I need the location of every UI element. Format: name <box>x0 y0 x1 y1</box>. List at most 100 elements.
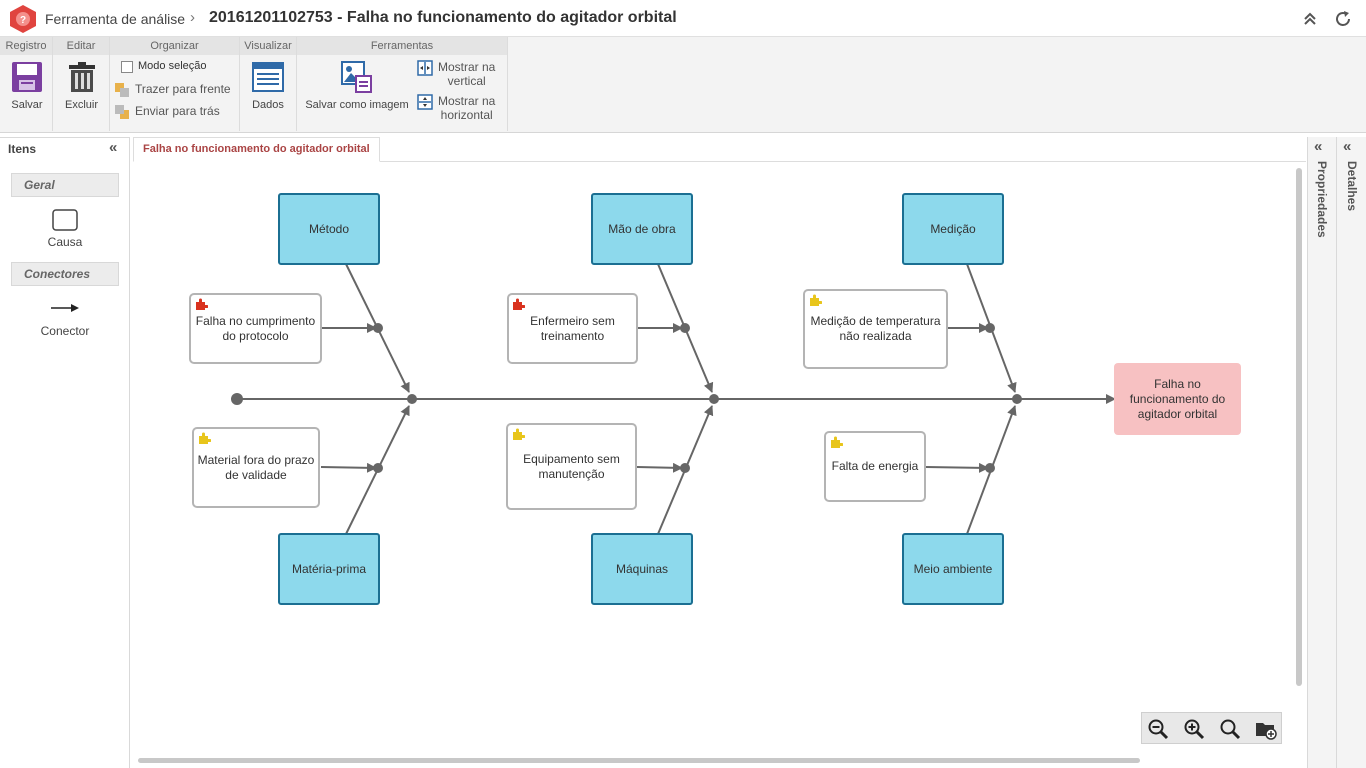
cause-box-2[interactable]: Enfermeiro sem treinamento <box>507 293 638 364</box>
delete-button[interactable]: Excluir <box>60 61 103 111</box>
zoom-in-icon[interactable] <box>1183 718 1205 740</box>
question-hexagon-icon: ? <box>10 5 36 33</box>
checkbox[interactable] <box>121 61 133 73</box>
svg-text:?: ? <box>20 15 26 26</box>
refresh-icon[interactable] <box>1333 9 1353 29</box>
collapse-left-icon[interactable]: « <box>109 139 118 156</box>
group-visualizar: Visualizar Dados <box>240 37 297 131</box>
send-to-back-button[interactable]: Enviar para trás <box>114 104 220 120</box>
bring-to-front-label: Trazer para frente <box>135 82 231 96</box>
horizontal-layout-icon <box>417 94 433 110</box>
send-to-back-label: Enviar para trás <box>135 104 220 118</box>
fishbone-connectors <box>231 263 1116 535</box>
selection-mode-label: Modo seleção <box>138 60 207 72</box>
trash-icon <box>68 62 95 92</box>
ribbon-toolbar: Registro Salvar Editar Excluir <box>0 37 1366 133</box>
group-label: Ferramentas <box>297 37 507 55</box>
vertical-scrollbar[interactable] <box>1296 168 1302 686</box>
category-materia-prima[interactable]: Matéria-prima <box>278 533 380 605</box>
app-name[interactable]: Ferramenta de análise <box>45 11 186 27</box>
delete-label: Excluir <box>64 99 98 111</box>
category-medicao[interactable]: Medição <box>902 193 1004 265</box>
section-conectores[interactable]: Conectores <box>11 262 119 286</box>
horizontal-scrollbar[interactable] <box>138 758 1140 763</box>
data-label: Dados <box>252 99 284 111</box>
cause-text-1: Falha no cumprimento do protocolo <box>195 313 316 343</box>
show-vertical-button[interactable]: Mostrar na vertical <box>417 60 495 88</box>
breadcrumb-separator: › <box>190 9 195 26</box>
cause-box-5[interactable]: Equipamento sem manutenção <box>506 423 637 510</box>
cause-text-2: Enfermeiro sem treinamento <box>530 313 615 343</box>
puzzle-red-icon <box>513 298 525 310</box>
puzzle-red-icon <box>196 298 208 310</box>
cause-text-6: Falta de energia <box>831 459 919 473</box>
effect-box[interactable]: Falha no funcionamento do agitador orbit… <box>1114 363 1241 435</box>
rectangle-shape-icon <box>52 209 78 231</box>
zoom-out-icon[interactable] <box>1147 718 1169 740</box>
puzzle-yellow-icon <box>831 436 843 448</box>
diagram-canvas[interactable]: Método Mão de obra Medição Matéria-prima… <box>133 162 1296 756</box>
collapse-up-icon[interactable] <box>1300 9 1320 29</box>
arrow-right-icon <box>51 304 79 312</box>
floppy-disk-icon <box>12 62 42 92</box>
category-meio-ambiente[interactable]: Meio ambiente <box>902 533 1004 605</box>
save-as-image-label: Salvar como imagem <box>305 99 409 111</box>
show-vertical-label-2: vertical <box>447 74 486 88</box>
cause-box-1[interactable]: Falha no cumprimento do protocolo <box>189 293 322 364</box>
data-button[interactable]: Dados <box>249 61 287 111</box>
cause-box-4[interactable]: Material fora do prazo de validade <box>192 427 320 508</box>
bring-to-front-button[interactable]: Trazer para frente <box>114 82 231 98</box>
junction-dot[interactable] <box>680 463 690 473</box>
show-horizontal-button[interactable]: Mostrar na horizontal <box>417 94 495 122</box>
junction-dot[interactable] <box>985 463 995 473</box>
expand-details-icon[interactable]: « <box>1343 138 1352 155</box>
cause-arrow-6 <box>925 462 989 473</box>
junction-dot[interactable] <box>407 394 417 404</box>
category-metodo[interactable]: Método <box>278 193 380 265</box>
group-label: Visualizar <box>240 37 296 55</box>
junction-dot[interactable] <box>985 323 995 333</box>
items-panel-title: Itens <box>8 142 37 156</box>
junction-dot[interactable] <box>373 323 383 333</box>
zoom-toolbar <box>1141 712 1282 744</box>
selection-mode-toggle[interactable]: Modo seleção <box>121 60 207 73</box>
document-tabs: Falha no funcionamento do agitador orbit… <box>133 137 1306 162</box>
tool-causa-label: Causa <box>47 235 83 249</box>
cause-text-4: Material fora do prazo de validade <box>197 452 315 482</box>
tab-diagram[interactable]: Falha no funcionamento do agitador orbit… <box>133 137 380 162</box>
send-back-icon <box>115 105 129 119</box>
data-table-icon <box>252 62 284 92</box>
junction-dot[interactable] <box>373 463 383 473</box>
group-label: Registro <box>0 37 52 55</box>
zoom-reset-icon[interactable] <box>1219 718 1241 740</box>
cause-text-3: Medição de temperatura não realizada <box>810 314 941 343</box>
properties-panel[interactable]: « Propriedades <box>1307 137 1336 768</box>
show-vertical-label-1: Mostrar na <box>438 60 496 74</box>
tool-causa[interactable]: Causa <box>11 209 119 249</box>
save-as-image-button[interactable]: Salvar como imagem <box>303 61 411 111</box>
junction-dot[interactable] <box>1012 394 1022 404</box>
cause-arrow-4 <box>320 462 377 473</box>
group-label: Editar <box>53 37 109 55</box>
spine-start-dot[interactable] <box>231 393 243 405</box>
folder-add-icon[interactable] <box>1255 718 1277 740</box>
cause-box-3[interactable]: Medição de temperatura não realizada <box>803 289 948 369</box>
title-bar: ? Ferramenta de análise › 20161201102753… <box>0 0 1366 37</box>
details-panel-label: Detalhes <box>1345 161 1359 212</box>
section-geral[interactable]: Geral <box>11 173 119 197</box>
show-horizontal-label-2: horizontal <box>440 108 493 122</box>
tool-conector[interactable]: Conector <box>11 302 119 338</box>
junction-dot[interactable] <box>680 323 690 333</box>
details-panel[interactable]: « Detalhes <box>1336 137 1366 768</box>
category-maquinas[interactable]: Máquinas <box>591 533 693 605</box>
show-horizontal-label-1: Mostrar na <box>438 94 496 108</box>
junction-dot[interactable] <box>709 394 719 404</box>
category-mao-de-obra[interactable]: Mão de obra <box>591 193 693 265</box>
expand-properties-icon[interactable]: « <box>1314 138 1323 155</box>
group-registro: Registro Salvar <box>0 37 53 131</box>
image-export-icon <box>341 61 372 93</box>
cause-text-5: Equipamento sem manutenção <box>523 451 620 481</box>
cause-box-6[interactable]: Falta de energia <box>824 431 926 502</box>
group-ferramentas: Ferramentas Salvar como imagem Mostrar n… <box>297 37 508 131</box>
save-button[interactable]: Salvar <box>8 61 46 111</box>
